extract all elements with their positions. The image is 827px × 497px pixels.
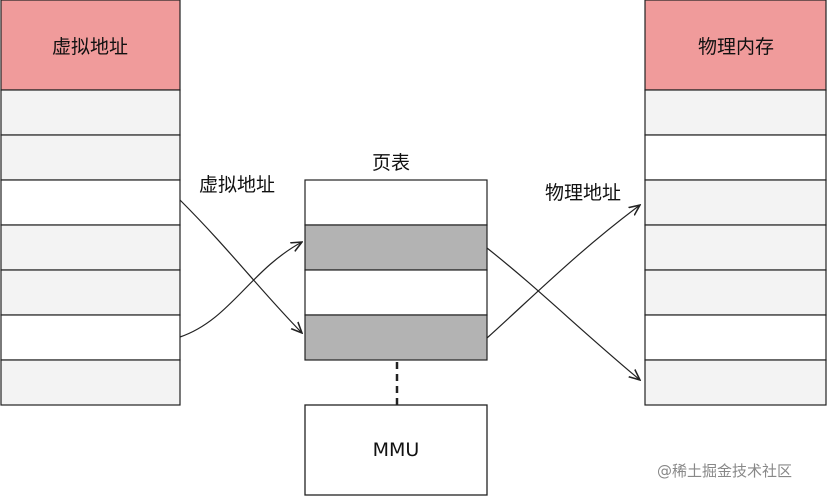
arrow-vm-to-pt-row2 bbox=[179, 242, 302, 338]
vm-row bbox=[0, 134, 181, 181]
vm-row bbox=[0, 314, 181, 361]
page-table-entry bbox=[304, 179, 488, 226]
vm-header-cell bbox=[0, 0, 181, 91]
virtual-address-label: 虚拟地址 bbox=[199, 174, 276, 196]
arrow-vm-to-pt-row4 bbox=[179, 199, 302, 333]
page-table-entry bbox=[304, 269, 488, 316]
physical-memory-column bbox=[644, 0, 827, 406]
vm-row bbox=[0, 224, 181, 271]
physical-memory-header: 物理内存 bbox=[697, 35, 774, 58]
pm-header-cell bbox=[644, 0, 827, 91]
mmu-box bbox=[304, 404, 488, 496]
pm-row bbox=[644, 269, 827, 316]
virtual-memory-column bbox=[0, 0, 181, 406]
pm-row bbox=[644, 224, 827, 271]
page-table-entry bbox=[304, 224, 488, 271]
pm-row bbox=[644, 134, 827, 181]
pm-row bbox=[644, 179, 827, 226]
pm-row bbox=[644, 314, 827, 361]
page-table bbox=[304, 179, 488, 361]
page-table-entry bbox=[304, 314, 488, 361]
pm-row bbox=[644, 359, 827, 406]
mmu-label: MMU bbox=[372, 439, 420, 461]
physical-address-label: 物理地址 bbox=[545, 182, 622, 204]
virtual-memory-header: 虚拟地址 bbox=[51, 35, 128, 58]
vm-row bbox=[0, 359, 181, 406]
pm-row bbox=[644, 89, 827, 136]
watermark: @稀土掘金技术社区 bbox=[657, 462, 793, 480]
arrow-pt-to-pm-bottom bbox=[486, 247, 640, 380]
vm-row bbox=[0, 269, 181, 316]
vm-row bbox=[0, 89, 181, 136]
arrow-pt-to-pm-top bbox=[486, 205, 640, 339]
vm-row bbox=[0, 179, 181, 226]
page-table-title: 页表 bbox=[372, 152, 411, 174]
